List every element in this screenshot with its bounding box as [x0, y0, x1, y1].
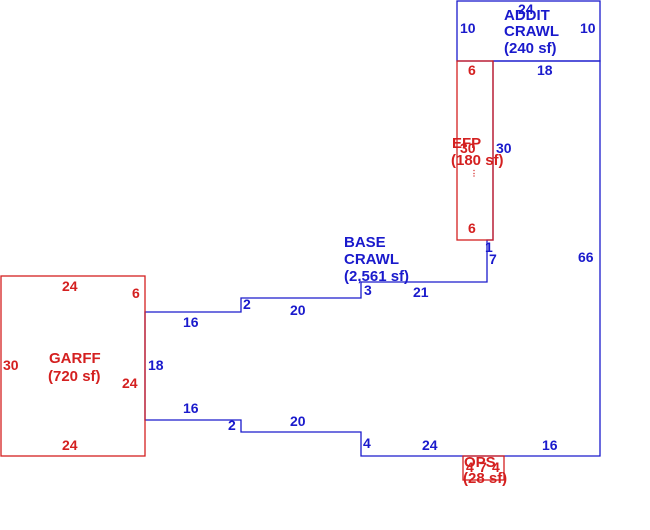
dim-ops-b: 7	[479, 459, 487, 475]
dim-base-21: 21	[413, 284, 429, 300]
efp-area: (180 sf)	[451, 152, 504, 169]
garff-area: (720 sf)	[48, 368, 101, 385]
dim-garff-right-24: 24	[122, 375, 138, 391]
base-name-line1: BASE	[344, 234, 386, 251]
dim-addit-top: 24	[518, 1, 534, 17]
addit-area: (240 sf)	[504, 40, 557, 57]
dim-base-3: 3	[364, 282, 372, 298]
addit-name-line2: CRAWL	[504, 23, 559, 40]
dim-base-20-top: 20	[290, 302, 306, 318]
ops-outline	[462, 455, 505, 481]
addit-name-line1: ADDIT	[504, 7, 550, 24]
dim-garff-right-6: 6	[132, 285, 140, 301]
dim-efp-side-a: 30	[460, 140, 476, 156]
dim-base-66: 66	[578, 249, 594, 265]
efp-outline	[456, 60, 494, 241]
dim-addit-left: 10	[460, 20, 476, 36]
garff-outline	[0, 275, 146, 457]
ops-name: OPS	[464, 454, 496, 471]
dim-garff-left: 30	[3, 357, 19, 373]
dim-ops-a: 4	[466, 459, 474, 475]
dim-base-2-bot: 2	[228, 417, 236, 433]
dim-base-18-left: 18	[148, 357, 164, 373]
dim-efp-side-b: 30	[496, 140, 512, 156]
dim-base-16-bot: 16	[183, 400, 199, 416]
dim-garff-top: 24	[62, 278, 78, 294]
dim-ops-c: 4	[492, 459, 500, 475]
dim-base-20-bot: 20	[290, 413, 306, 429]
ops-area: (28 sf)	[463, 470, 507, 487]
efp-mark: ⋮	[470, 169, 478, 178]
base-area: (2,561 sf)	[344, 268, 409, 285]
dim-base-16-right: 16	[542, 437, 558, 453]
dim-garff-bottom: 24	[62, 437, 78, 453]
dim-addit-right: 10	[580, 20, 596, 36]
dim-base-24: 24	[422, 437, 438, 453]
dim-base-4: 4	[363, 435, 371, 451]
dim-base-1: 1	[485, 239, 493, 255]
dim-base-7: 7	[489, 251, 497, 267]
garff-name: GARFF	[49, 350, 101, 367]
base-name-line2: CRAWL	[344, 251, 399, 268]
dim-efp-top: 6	[468, 62, 476, 78]
dim-efp-bottom: 6	[468, 220, 476, 236]
dim-base-16-top: 16	[183, 314, 199, 330]
dim-base-18: 18	[537, 62, 553, 78]
efp-name: EFP	[452, 135, 481, 152]
dim-base-2-top: 2	[243, 296, 251, 312]
